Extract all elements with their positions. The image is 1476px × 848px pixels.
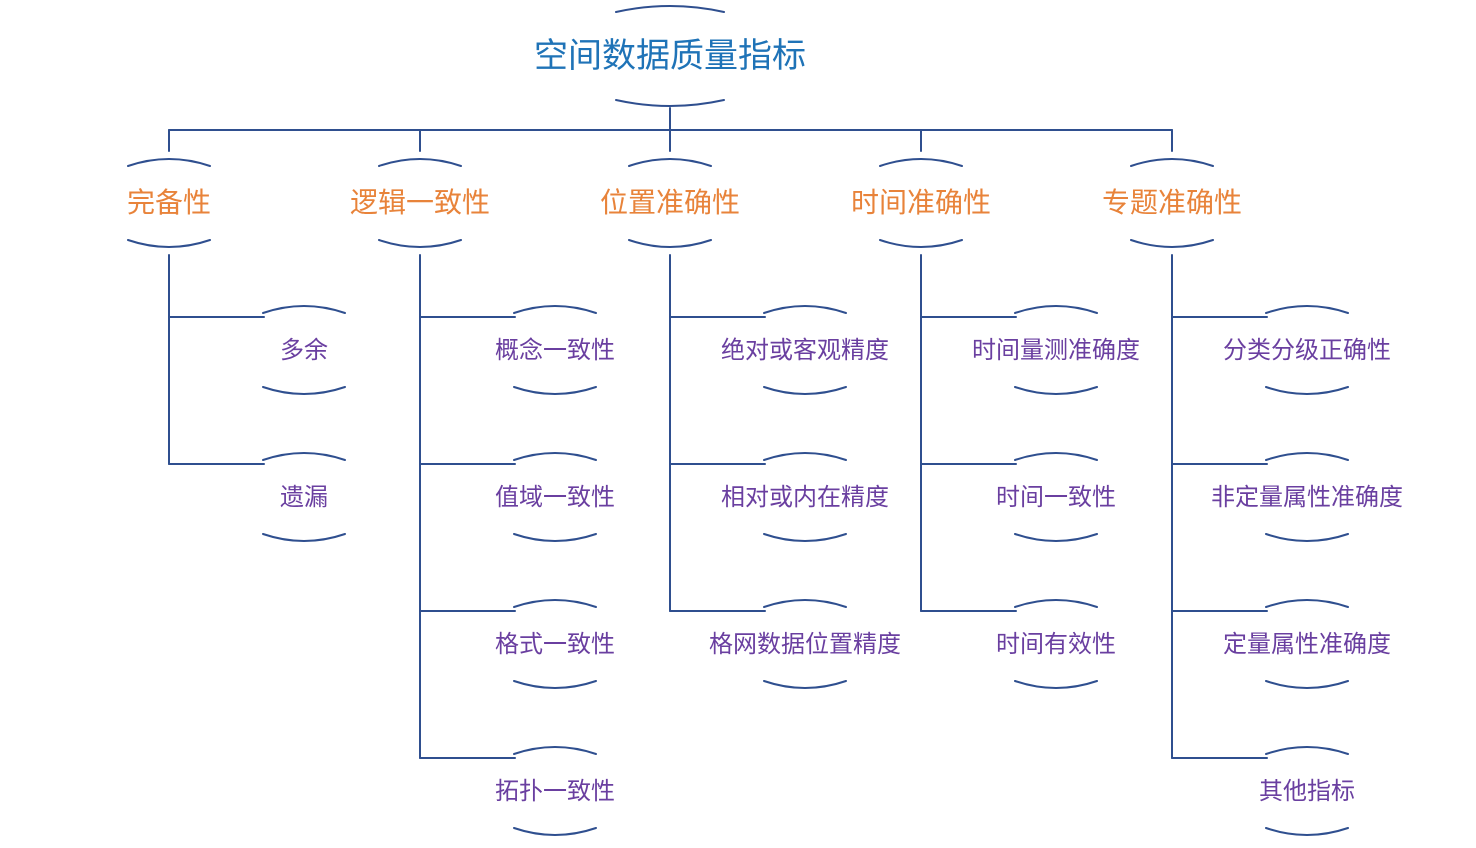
leaf-bracket-bottom-arc	[1265, 533, 1349, 542]
leaf-bracket-bottom-arc	[262, 533, 346, 542]
leaf-bracket-top-arc	[1014, 305, 1098, 314]
leaf-bracket-bottom-arc	[513, 680, 597, 689]
leaf-node: 拓扑一致性	[495, 777, 615, 805]
leaf-node: 绝对或客观精度	[721, 336, 889, 364]
category-bracket-top-arc	[628, 158, 712, 167]
leaf-bracket-bottom-arc	[1014, 386, 1098, 395]
leaf-node: 概念一致性	[495, 336, 615, 364]
category-node-positional-accuracy: 位置准确性	[599, 186, 741, 219]
leaf-bracket-bottom-arc	[262, 386, 346, 395]
category-node-logical-consistency: 逻辑一致性	[349, 186, 491, 219]
leaf-bracket-top-arc	[1014, 599, 1098, 608]
leaf-node: 时间量测准确度	[972, 336, 1140, 364]
leaf-node: 分类分级正确性	[1223, 336, 1391, 364]
leaf-node: 格网数据位置精度	[709, 630, 901, 658]
leaf-node: 格式一致性	[495, 630, 615, 658]
leaf-node: 值域一致性	[495, 483, 615, 511]
root-bracket-bottom-arc	[615, 99, 725, 107]
category-bracket-bottom-arc	[1130, 239, 1214, 248]
category-bracket-bottom-arc	[879, 239, 963, 248]
leaf-bracket-bottom-arc	[513, 533, 597, 542]
category-bracket-top-arc	[1130, 158, 1214, 167]
leaf-bracket-bottom-arc	[1014, 533, 1098, 542]
root-node: 空间数据质量指标	[534, 36, 806, 76]
leaf-node: 其他指标	[1259, 777, 1355, 805]
leaf-bracket-bottom-arc	[1014, 680, 1098, 689]
leaf-node: 时间一致性	[996, 483, 1116, 511]
leaf-bracket-bottom-arc	[513, 386, 597, 395]
leaf-bracket-top-arc	[763, 599, 847, 608]
leaf-bracket-bottom-arc	[1265, 680, 1349, 689]
leaf-bracket-top-arc	[262, 452, 346, 461]
leaf-bracket-bottom-arc	[763, 386, 847, 395]
leaf-bracket-top-arc	[1014, 452, 1098, 461]
leaf-bracket-top-arc	[513, 599, 597, 608]
leaf-bracket-top-arc	[1265, 746, 1349, 755]
leaf-bracket-top-arc	[513, 305, 597, 314]
leaf-node: 遗漏	[280, 483, 328, 511]
leaf-bracket-bottom-arc	[763, 533, 847, 542]
root-bracket-top-arc	[615, 5, 725, 13]
leaf-bracket-top-arc	[262, 305, 346, 314]
category-node-completeness: 完备性	[126, 186, 212, 219]
leaf-bracket-top-arc	[513, 452, 597, 461]
leaf-bracket-bottom-arc	[763, 680, 847, 689]
category-bracket-bottom-arc	[378, 239, 462, 248]
category-bracket-top-arc	[127, 158, 211, 167]
leaf-bracket-top-arc	[763, 452, 847, 461]
leaf-bracket-top-arc	[763, 305, 847, 314]
category-node-thematic-accuracy: 专题准确性	[1101, 186, 1243, 219]
category-bracket-bottom-arc	[127, 239, 211, 248]
category-node-temporal-accuracy: 时间准确性	[850, 186, 992, 219]
leaf-bracket-bottom-arc	[1265, 827, 1349, 836]
leaf-bracket-top-arc	[1265, 599, 1349, 608]
leaf-node: 非定量属性准确度	[1211, 483, 1403, 511]
leaf-bracket-bottom-arc	[1265, 386, 1349, 395]
leaf-bracket-top-arc	[1265, 305, 1349, 314]
leaf-node: 相对或内在精度	[721, 483, 889, 511]
leaf-node: 定量属性准确度	[1223, 630, 1391, 658]
leaf-bracket-top-arc	[1265, 452, 1349, 461]
category-bracket-top-arc	[879, 158, 963, 167]
leaf-bracket-top-arc	[513, 746, 597, 755]
leaf-bracket-bottom-arc	[513, 827, 597, 836]
category-bracket-bottom-arc	[628, 239, 712, 248]
category-bracket-top-arc	[378, 158, 462, 167]
leaf-node: 时间有效性	[996, 630, 1116, 658]
leaf-node: 多余	[280, 336, 328, 364]
